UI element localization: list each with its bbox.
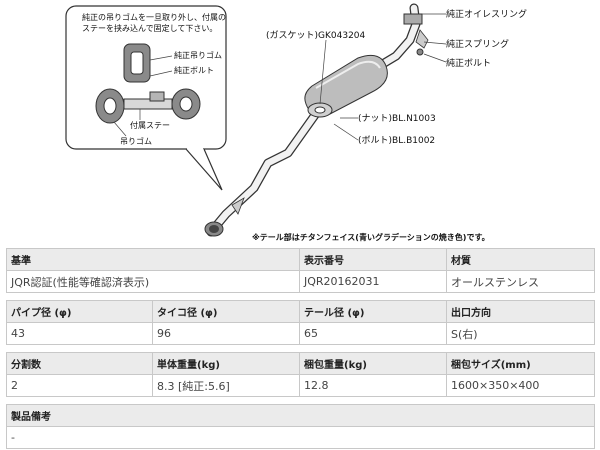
label-bolt-genuine-inset: 純正ボルト <box>174 65 214 75</box>
label-gasket: (ガスケット)GK043204 <box>266 30 366 41</box>
inset-callout: 純正の吊りゴムを一旦取り外し、付属の ステーを挟み込んで固定して下さい。 純正吊… <box>65 5 227 191</box>
value-standard: JQR認証(性能等確認済表示) <box>6 270 300 293</box>
value-split-count: 2 <box>6 374 153 397</box>
value-package-size: 1600×350×400 <box>446 374 595 397</box>
header-tail-diameter: テール径 (φ) <box>299 300 447 323</box>
value-pipe-diameter: 43 <box>6 322 153 345</box>
spec-table-standard: 基準 表示番号 材質 JQR認証(性能等確認済表示) JQR20162031 オ… <box>6 248 595 293</box>
leader-lines <box>319 13 447 141</box>
header-product-remarks: 製品備考 <box>6 404 595 427</box>
header-material: 材質 <box>446 248 595 271</box>
callout-note-line1: 純正の吊りゴムを一旦取り外し、付属の <box>82 12 226 22</box>
lower-rubber-drawing <box>95 88 201 124</box>
value-product-remarks: - <box>6 426 595 449</box>
header-package-weight: 梱包重量(kg) <box>299 352 447 375</box>
label-rubber-genuine: 純正吊りゴム <box>174 50 222 60</box>
value-package-weight: 12.8 <box>299 374 447 397</box>
flange-drawing <box>307 102 333 118</box>
label-oil-ring: 純正オイレスリング <box>446 8 527 20</box>
value-muffler-diameter: 96 <box>152 322 300 345</box>
label-stay: 付属ステー <box>130 120 170 130</box>
header-standard: 基準 <box>6 248 300 271</box>
header-unit-weight: 単体重量(kg) <box>152 352 300 375</box>
value-display-number: JQR20162031 <box>299 270 447 293</box>
header-exit-direction: 出口方向 <box>446 300 595 323</box>
value-tail-diameter: 65 <box>299 322 447 345</box>
header-display-number: 表示番号 <box>299 248 447 271</box>
value-unit-weight: 8.3 [純正:5.6] <box>152 374 300 397</box>
upper-rubber-drawing <box>123 43 151 83</box>
exhaust-diagram: 純正の吊りゴムを一旦取り外し、付属の ステーを挟み込んで固定して下さい。 純正吊… <box>65 3 527 242</box>
label-bolt-right: 純正ボルト <box>446 57 491 69</box>
header-muffler-diameter: タイコ径 (φ) <box>152 300 300 323</box>
muffler-drawing <box>304 54 388 117</box>
label-spring: 純正スプリング <box>446 38 509 50</box>
label-rubber: 吊りゴム <box>120 136 152 146</box>
value-material: オールステンレス <box>446 270 595 293</box>
tail-note: ※テール部はチタンフェイス(青いグラデーションの焼き色)です。 <box>252 232 490 242</box>
spec-table-diameters: パイプ径 (φ) タイコ径 (φ) テール径 (φ) 出口方向 43 96 65… <box>6 300 595 345</box>
header-split-count: 分割数 <box>6 352 153 375</box>
upper-hanger-drawing <box>403 13 429 56</box>
tail-tip-drawing <box>204 197 245 237</box>
label-nut: (ナット)BL.N1003 <box>358 113 436 124</box>
header-package-size: 梱包サイズ(mm) <box>446 352 595 375</box>
header-pipe-diameter: パイプ径 (φ) <box>6 300 153 323</box>
spec-table-remarks: 製品備考 - <box>6 404 595 449</box>
label-bolt-part: (ボルト)BL.B1002 <box>358 135 435 146</box>
spec-table-weights: 分割数 単体重量(kg) 梱包重量(kg) 梱包サイズ(mm) 2 8.3 [純… <box>6 352 595 397</box>
value-exit-direction: S(右) <box>446 322 595 345</box>
callout-note-line2: ステーを挟み込んで固定して下さい。 <box>82 23 217 33</box>
